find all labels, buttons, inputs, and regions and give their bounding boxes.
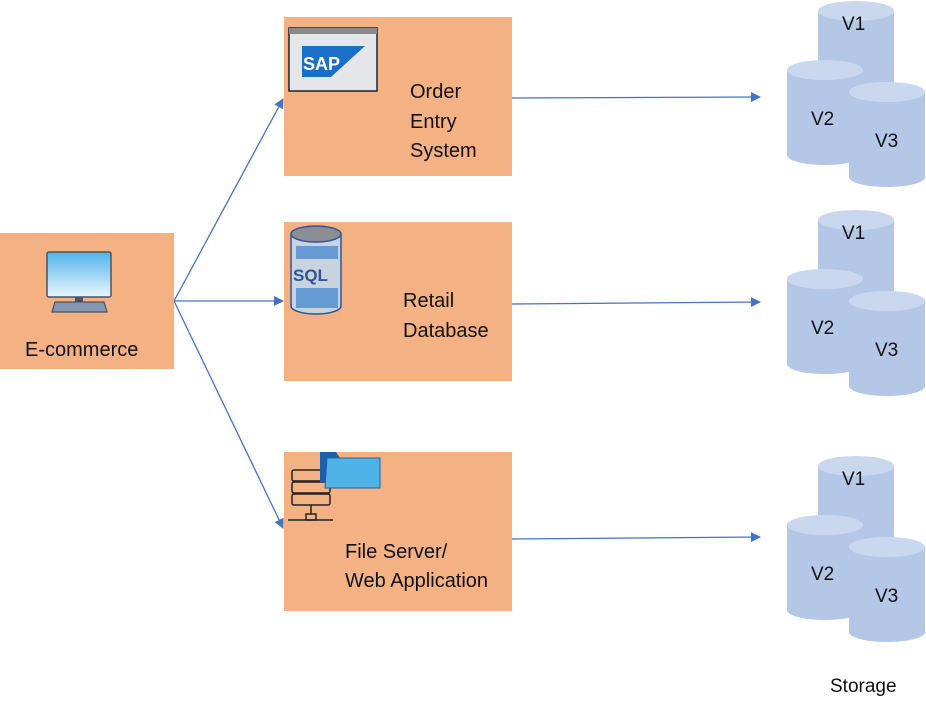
system-label-line: System [410,140,477,162]
volume-label: V3 [875,131,898,152]
volume-label: V1 [842,469,865,490]
volume-label: V1 [842,223,865,244]
storage-volume-cylinder: V3 [849,82,925,187]
volume-label: V3 [875,586,898,607]
arrow-retail-to-storage [511,297,761,308]
system-label-line: File Server/ [345,541,448,563]
sap-window-icon: SAP [288,27,378,92]
file-server-node: File Server/ Web Application [284,452,512,611]
volume-label: V3 [875,340,898,361]
retail-database-node: SQL Retail Database [284,222,512,381]
storage-volume-cylinder: V2 [787,60,863,165]
svg-text:SQL: SQL [293,266,328,285]
svg-text:SAP: SAP [303,54,340,74]
volume-label: V2 [811,318,834,339]
storage-label: Storage [830,676,897,697]
desktop-computer-icon [46,251,112,313]
storage-volume-cylinder: V3 [849,291,925,396]
arrow-file-to-storage [511,532,761,543]
system-label-line: Database [403,320,489,342]
volume-label: V2 [811,109,834,130]
system-label-line: Web Application [345,570,488,592]
order-entry-node: SAP Order Entry System [284,17,512,176]
system-label-line: Order [410,81,461,103]
ecommerce-label: E-commerce [25,339,138,361]
arrow-to-order-entry [173,98,284,302]
file-server-icon [288,452,381,521]
storage-volume-cylinder: V3 [849,537,925,642]
system-label-line: Entry [410,111,457,133]
connectors [173,92,761,543]
volume-label: V2 [811,564,834,585]
storage-volume-cylinder: V2 [787,515,863,620]
ecommerce-node: E-commerce [0,233,174,369]
volume-label: V1 [842,14,865,35]
arrow-to-file-server [173,300,284,529]
system-label-line: Retail [403,290,454,312]
sql-database-icon: SQL [290,225,342,315]
arrow-order-to-storage [511,92,761,103]
storage-volume-cylinder: V2 [787,269,863,374]
